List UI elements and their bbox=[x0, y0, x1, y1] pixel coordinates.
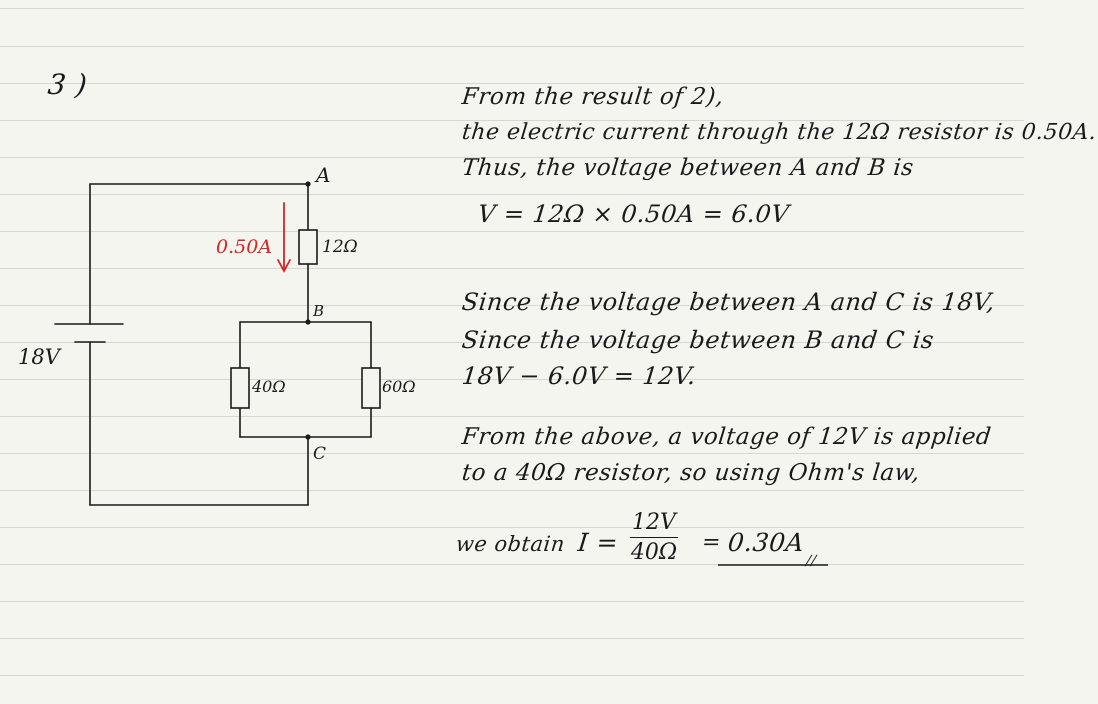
current-label: 0.50A bbox=[216, 236, 272, 258]
answer-mark: // bbox=[805, 553, 818, 569]
resistor-60-ohm-label: 60Ω bbox=[382, 377, 416, 396]
node-a-label: A bbox=[314, 163, 330, 187]
circuit-diagram: A B C 12Ω 40Ω 60Ω 18V 0.50A bbox=[18, 163, 416, 506]
fraction-numerator: 12V bbox=[630, 510, 678, 538]
node-c-label: C bbox=[313, 444, 326, 464]
resistor-12-ohm-label: 12Ω bbox=[322, 237, 358, 257]
node-a-dot bbox=[305, 181, 311, 187]
final-fraction: 12V 40Ω bbox=[630, 510, 678, 565]
source-voltage-label: 18V bbox=[18, 345, 62, 369]
answer-underline bbox=[718, 564, 828, 566]
node-b-label: B bbox=[312, 302, 324, 320]
node-b-dot bbox=[305, 319, 311, 325]
resistor-40-ohm-label: 40Ω bbox=[251, 377, 286, 396]
lined-paper-background bbox=[0, 0, 1024, 704]
node-c-dot bbox=[305, 434, 311, 440]
current-arrow bbox=[277, 202, 291, 273]
fraction-denominator: 40Ω bbox=[630, 540, 678, 565]
